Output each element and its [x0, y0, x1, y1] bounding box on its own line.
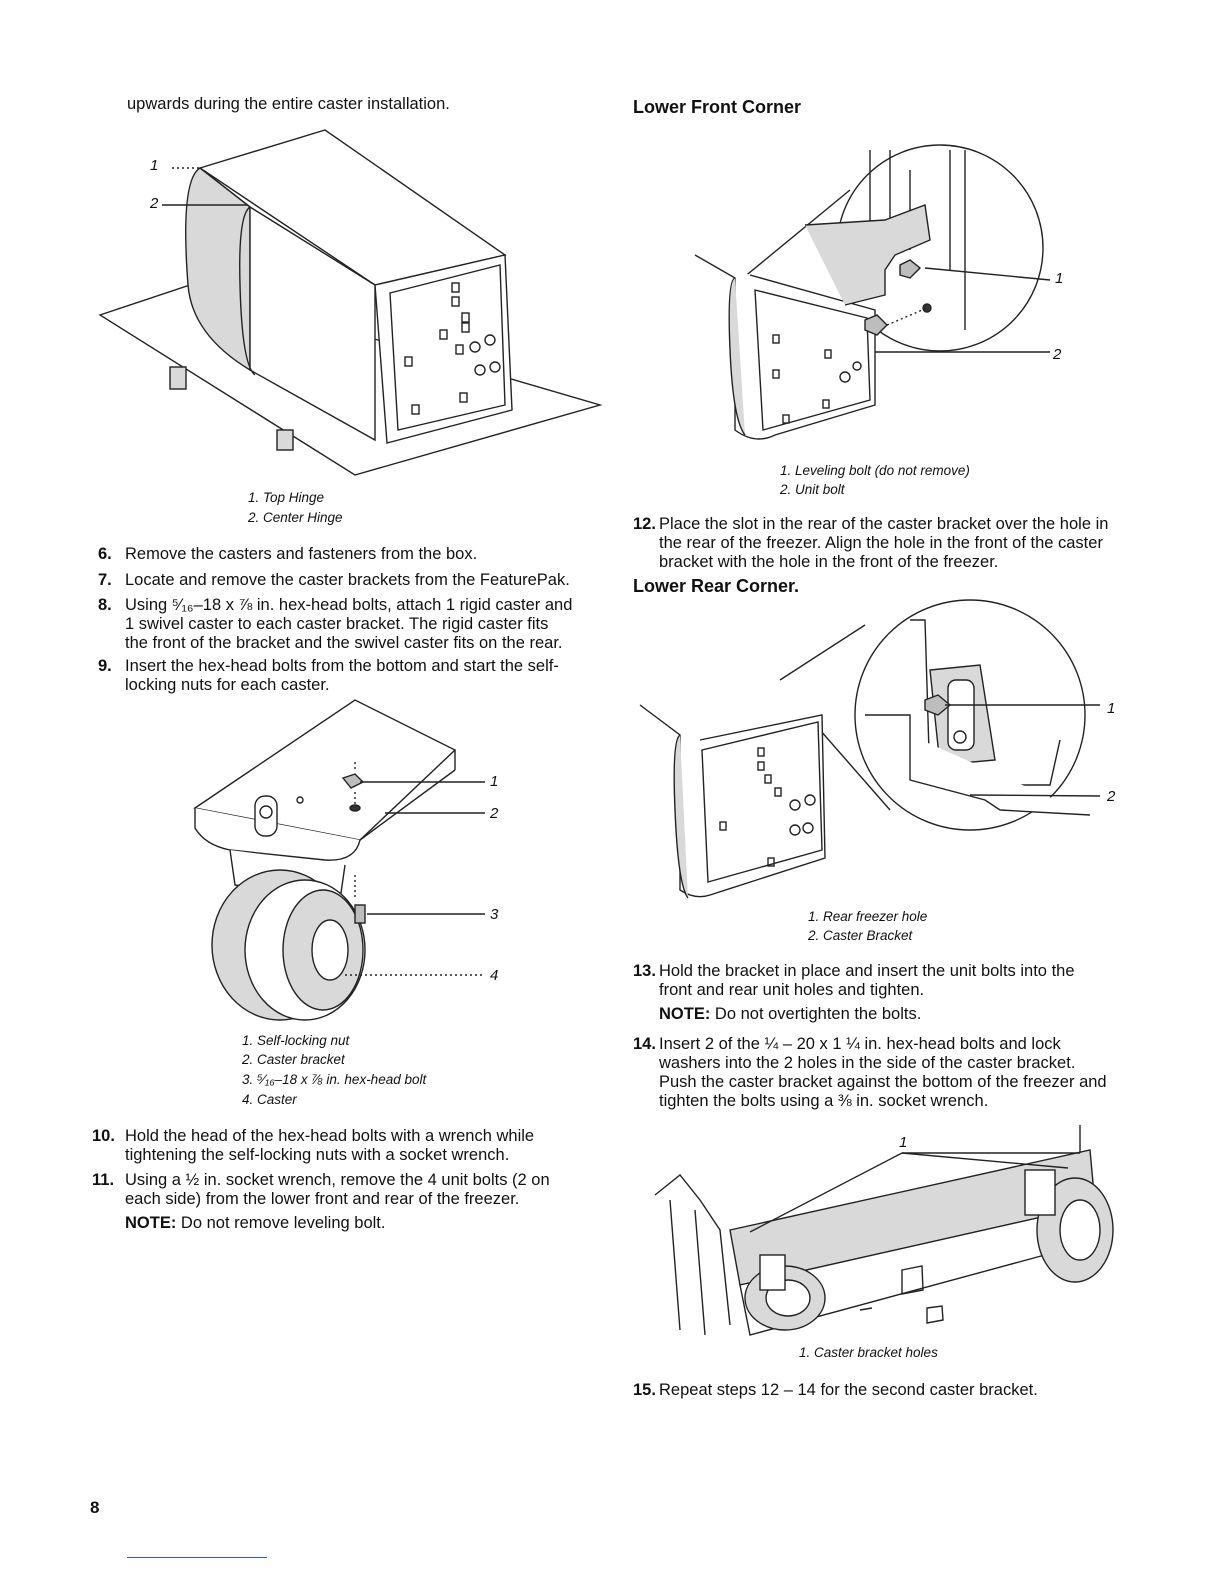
step-7: 7. Locate and remove the caster brackets… [98, 571, 570, 589]
page-number: 8 [90, 1498, 100, 1517]
front-callout-2: 2 [1053, 346, 1062, 363]
fig1-caption-1: 1. Top Hinge [248, 490, 325, 505]
step-15: 15. Repeat steps 12 – 14 for the second … [633, 1381, 1038, 1399]
fig2-caption-4: 4. Caster [242, 1092, 297, 1107]
heading-lower-rear-corner: Lower Rear Corner. [633, 576, 800, 596]
fig2-caption-1: 1. Self-locking nut [242, 1033, 350, 1048]
step-10: 10. Hold the head of the hex-head bolts … [92, 1127, 535, 1164]
fig2-callout-2: 2 [490, 805, 499, 822]
fig1-callout-1: 1 [150, 157, 159, 174]
front-caption-1: 1. Leveling bolt (do not remove) [780, 463, 970, 478]
step-6: 6. Remove the casters and fasteners from… [98, 545, 478, 563]
fig2-caption-2: 2. Caster bracket [242, 1052, 345, 1067]
fig2-callout-3: 3 [490, 906, 499, 923]
rear-caption-2: 2. Caster Bracket [808, 928, 913, 943]
figure-lower-front-corner [694, 144, 1051, 440]
figure-caster-bracket [193, 699, 485, 1021]
step-13: 13. Hold the bracket in place and insert… [633, 962, 1075, 999]
step-9: 9. Insert the hex-head bolts from the bo… [98, 657, 559, 694]
fig2-callout-1: 1 [490, 773, 499, 790]
step-11: 11. Using a ½ in. socket wrench, remove … [92, 1171, 550, 1208]
figure-lower-rear-corner [639, 599, 1101, 899]
fig2-caption-3: 3. ⁵⁄₁₆–18 x ⅞ in. hex-head bolt [242, 1072, 427, 1087]
fig1-callout-2: 2 [150, 195, 159, 212]
figure-freezer-hinges [98, 129, 603, 476]
step-14: 14. Insert 2 of the ¼ – 20 x 1 ¼ in. hex… [633, 1035, 1107, 1110]
heading-lower-front-corner: Lower Front Corner [633, 97, 802, 117]
step-11-note: NOTE: Do not remove leveling bolt. [125, 1214, 386, 1232]
front-caption-2: 2. Unit bolt [780, 482, 845, 497]
intro-text: upwards during the entire caster install… [127, 95, 450, 113]
fig5-caption: 1. Caster bracket holes [799, 1345, 938, 1360]
figure-caster-bracket-holes [654, 1125, 1114, 1336]
step-8: 8. Using ⁵⁄₁₆–18 x ⅞ in. hex-head bolts,… [98, 596, 573, 652]
rear-caption-1: 1. Rear freezer hole [808, 909, 928, 924]
front-callout-1: 1 [1055, 270, 1064, 287]
rear-callout-2: 2 [1107, 788, 1116, 805]
rear-callout-1: 1 [1107, 700, 1116, 717]
fig1-caption-2: 2. Center Hinge [248, 510, 343, 525]
step-13-note: NOTE: Do not overtighten the bolts. [659, 1005, 922, 1023]
footer-rule [127, 1557, 267, 1558]
fig5-callout-1: 1 [899, 1134, 908, 1151]
step-12: 12. Place the slot in the rear of the ca… [633, 515, 1109, 571]
fig2-callout-4: 4 [490, 967, 499, 984]
